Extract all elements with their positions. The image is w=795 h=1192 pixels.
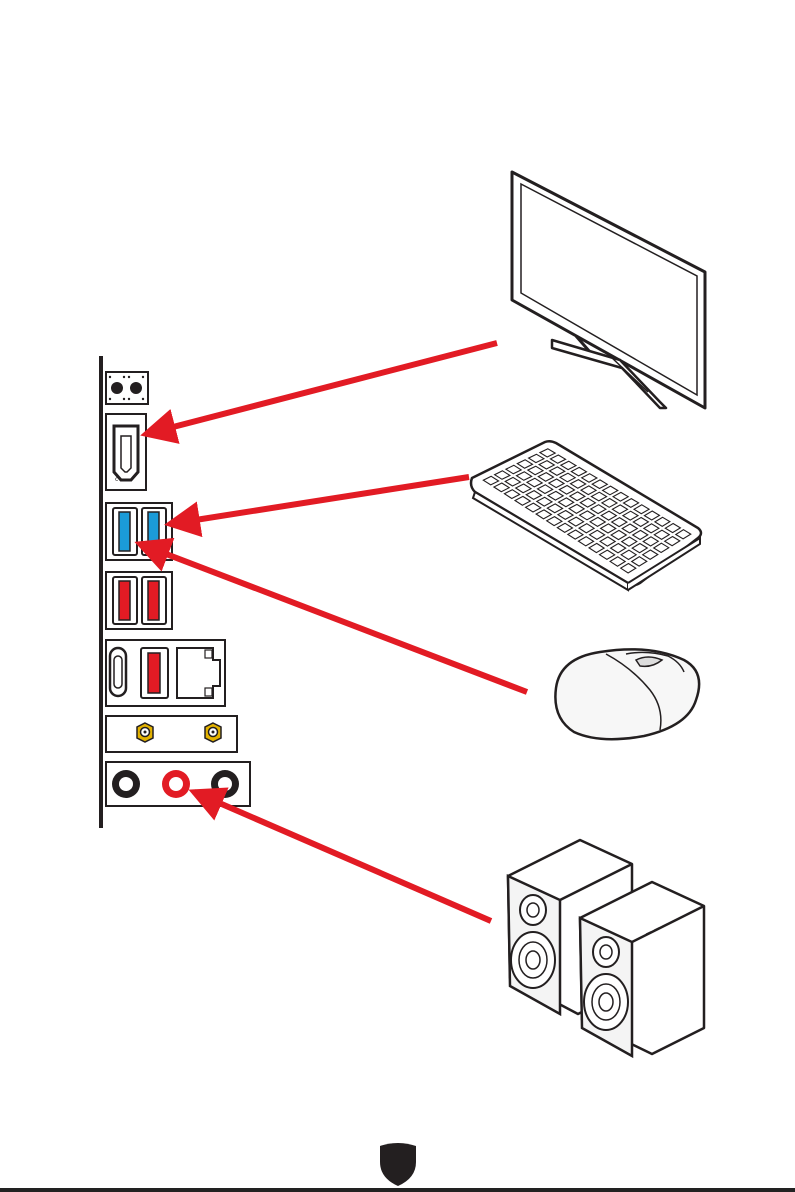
arrow-speakers-to-audio xyxy=(194,792,491,921)
arrow-monitor-to-hdmi xyxy=(146,343,497,434)
monitor-icon xyxy=(512,172,705,408)
arrow-keyboard-to-usb xyxy=(170,477,469,524)
usb-port-icon xyxy=(141,648,168,698)
shield-icon xyxy=(380,1143,416,1186)
page-bottom-rule xyxy=(0,1188,795,1192)
usb-port-icon xyxy=(106,572,172,629)
antenna-connector-icon xyxy=(106,716,237,752)
hdmi-port-icon: c xyxy=(106,414,146,490)
connection-arrows xyxy=(140,343,527,921)
button-pair-icon xyxy=(106,372,148,404)
rj45-port-icon xyxy=(177,648,220,698)
speakers-icon xyxy=(508,840,704,1056)
audio-jack-icon xyxy=(106,762,250,806)
svg-text:c: c xyxy=(115,476,118,483)
keyboard-icon xyxy=(471,441,701,590)
mouse-icon xyxy=(555,649,699,739)
arrow-mouse-to-usb xyxy=(140,544,527,692)
